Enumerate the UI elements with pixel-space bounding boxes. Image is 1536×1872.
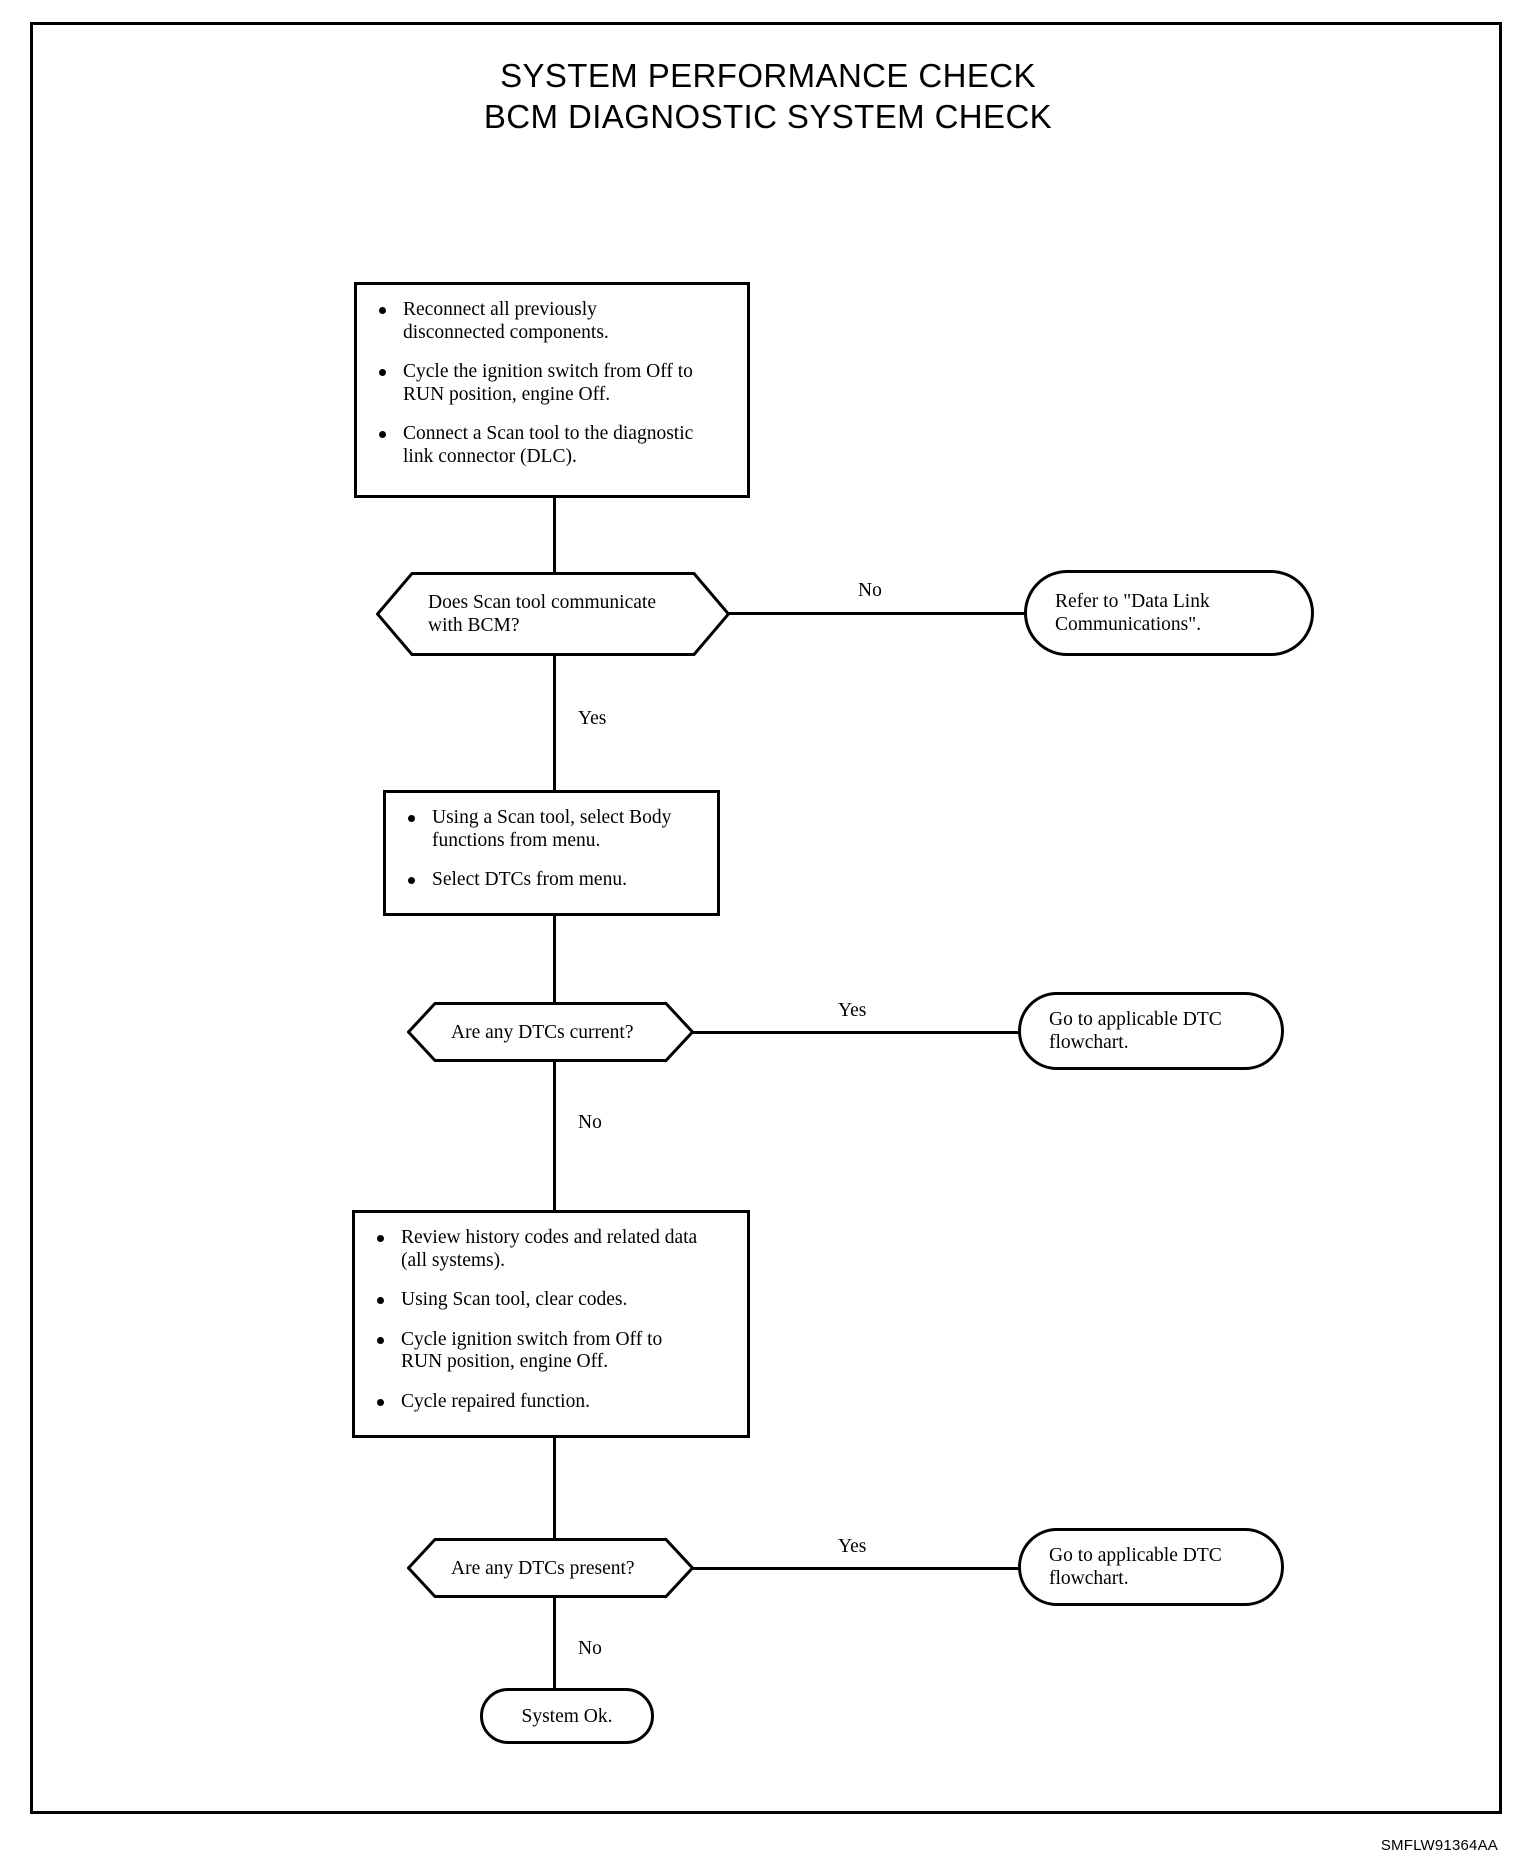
page-border xyxy=(30,22,1502,1814)
connector-decision3-no xyxy=(553,1598,556,1712)
hexagon-shape xyxy=(407,1002,694,1062)
bullet-list: Reconnect all previously disconnected co… xyxy=(369,299,733,468)
terminator-line: Communications". xyxy=(1055,614,1202,635)
branch-label-no-3: No xyxy=(578,1638,602,1659)
hexagon-shape xyxy=(407,1538,694,1598)
terminator-line: Go to applicable DTC xyxy=(1049,1545,1222,1566)
decision-line: Does Scan tool communicate xyxy=(428,592,656,613)
decision-line: Are any DTCs present? xyxy=(451,1557,635,1579)
connector-process2-to-decision2 xyxy=(553,916,556,1002)
bullet-line: Connect a Scan tool to the diagnostic xyxy=(403,423,694,444)
bullet-line: Using Scan tool, clear codes. xyxy=(401,1289,628,1310)
terminator-line: flowchart. xyxy=(1049,1568,1129,1589)
branch-label-yes-2: Yes xyxy=(838,1000,867,1021)
process-box-reconnect-components: Reconnect all previously disconnected co… xyxy=(354,282,750,498)
decision-line: with BCM? xyxy=(428,615,520,636)
connector-process1-to-decision1 xyxy=(553,498,556,572)
bullet-reconnect-components: Reconnect all previously disconnected co… xyxy=(369,299,733,344)
bullet-review-history-codes: Review history codes and related data (a… xyxy=(367,1227,733,1272)
connector-decision3-yes xyxy=(692,1567,1020,1570)
connector-decision2-no xyxy=(553,1062,556,1210)
bullet-select-dtcs-from-menu: Select DTCs from menu. xyxy=(398,869,703,892)
connector-decision1-no xyxy=(728,612,1026,615)
bullet-line: disconnected components. xyxy=(403,321,609,343)
terminator-go-to-applicable-dtc-flowchart-2: Go to applicable DTC flowchart. xyxy=(1018,1528,1284,1606)
page-title: SYSTEM PERFORMANCE CHECK BCM DIAGNOSTIC … xyxy=(0,55,1536,137)
bullet-line: Cycle repaired function. xyxy=(401,1390,590,1412)
bullet-line: RUN position, engine Off. xyxy=(403,383,611,405)
bullet-line: link connector (DLC). xyxy=(403,445,577,467)
decision-text: Are any DTCs present? xyxy=(407,1538,694,1598)
bullet-select-body-functions: Using a Scan tool, select Body functions… xyxy=(398,807,703,852)
bullet-line: functions from menu. xyxy=(432,829,601,851)
terminator-system-ok: System Ok. xyxy=(480,1688,654,1744)
bullet-line: Review history codes and related data xyxy=(401,1227,698,1248)
bullet-list: Review history codes and related data (a… xyxy=(367,1227,733,1413)
bullet-list: Using a Scan tool, select Body functions… xyxy=(398,807,703,892)
hexagon-shape xyxy=(376,572,730,656)
terminator-line: System Ok. xyxy=(521,1705,613,1727)
bullet-line: Using a Scan tool, select Body xyxy=(432,807,672,828)
terminator-line: Refer to "Data Link xyxy=(1055,591,1210,612)
bullet-line: RUN position, engine Off. xyxy=(401,1351,609,1372)
document-reference-code: SMFLW91364AA xyxy=(1380,1837,1498,1854)
bullet-line: (all systems). xyxy=(401,1249,505,1271)
bullet-cycle-ignition-switch: Cycle the ignition switch from Off to RU… xyxy=(369,361,733,406)
bullet-cycle-ignition-switch-2: Cycle ignition switch from Off to RUN po… xyxy=(367,1329,733,1374)
terminator-line: flowchart. xyxy=(1049,1032,1129,1053)
terminator-refer-data-link-communications: Refer to "Data Link Communications". xyxy=(1024,570,1314,656)
branch-label-no-2: No xyxy=(578,1112,602,1133)
process-box-select-body-functions: Using a Scan tool, select Body functions… xyxy=(383,790,720,916)
connector-process3-to-decision3 xyxy=(553,1438,556,1538)
decision-line: Are any DTCs current? xyxy=(451,1021,634,1043)
bullet-connect-scan-tool-dlc: Connect a Scan tool to the diagnostic li… xyxy=(369,423,733,468)
decision-are-any-dtcs-present: Are any DTCs present? xyxy=(407,1538,694,1598)
process-box-review-history-codes: Review history codes and related data (a… xyxy=(352,1210,750,1438)
bullet-line: Cycle the ignition switch from Off to xyxy=(403,361,693,382)
bullet-line: Cycle ignition switch from Off to xyxy=(401,1328,663,1350)
bullet-line: Reconnect all previously xyxy=(403,299,597,320)
connector-decision1-yes xyxy=(553,656,556,790)
bullet-line: Select DTCs from menu. xyxy=(432,869,627,890)
terminator-line: Go to applicable DTC xyxy=(1049,1009,1222,1030)
branch-label-yes-3: Yes xyxy=(838,1536,867,1557)
decision-text: Does Scan tool communicate with BCM? xyxy=(376,572,730,656)
title-line-1: SYSTEM PERFORMANCE CHECK xyxy=(500,57,1036,94)
branch-label-yes-1: Yes xyxy=(578,708,607,729)
decision-scan-tool-communicates-with-bcm: Does Scan tool communicate with BCM? xyxy=(376,572,730,656)
decision-are-any-dtcs-current: Are any DTCs current? xyxy=(407,1002,694,1062)
branch-label-no-1: No xyxy=(858,580,882,601)
decision-text: Are any DTCs current? xyxy=(407,1002,694,1062)
title-line-2: BCM DIAGNOSTIC SYSTEM CHECK xyxy=(483,98,1053,135)
terminator-go-to-applicable-dtc-flowchart-1: Go to applicable DTC flowchart. xyxy=(1018,992,1284,1070)
bullet-clear-codes: Using Scan tool, clear codes. xyxy=(367,1289,733,1312)
connector-decision2-yes xyxy=(692,1031,1020,1034)
bullet-cycle-repaired-function: Cycle repaired function. xyxy=(367,1391,733,1414)
